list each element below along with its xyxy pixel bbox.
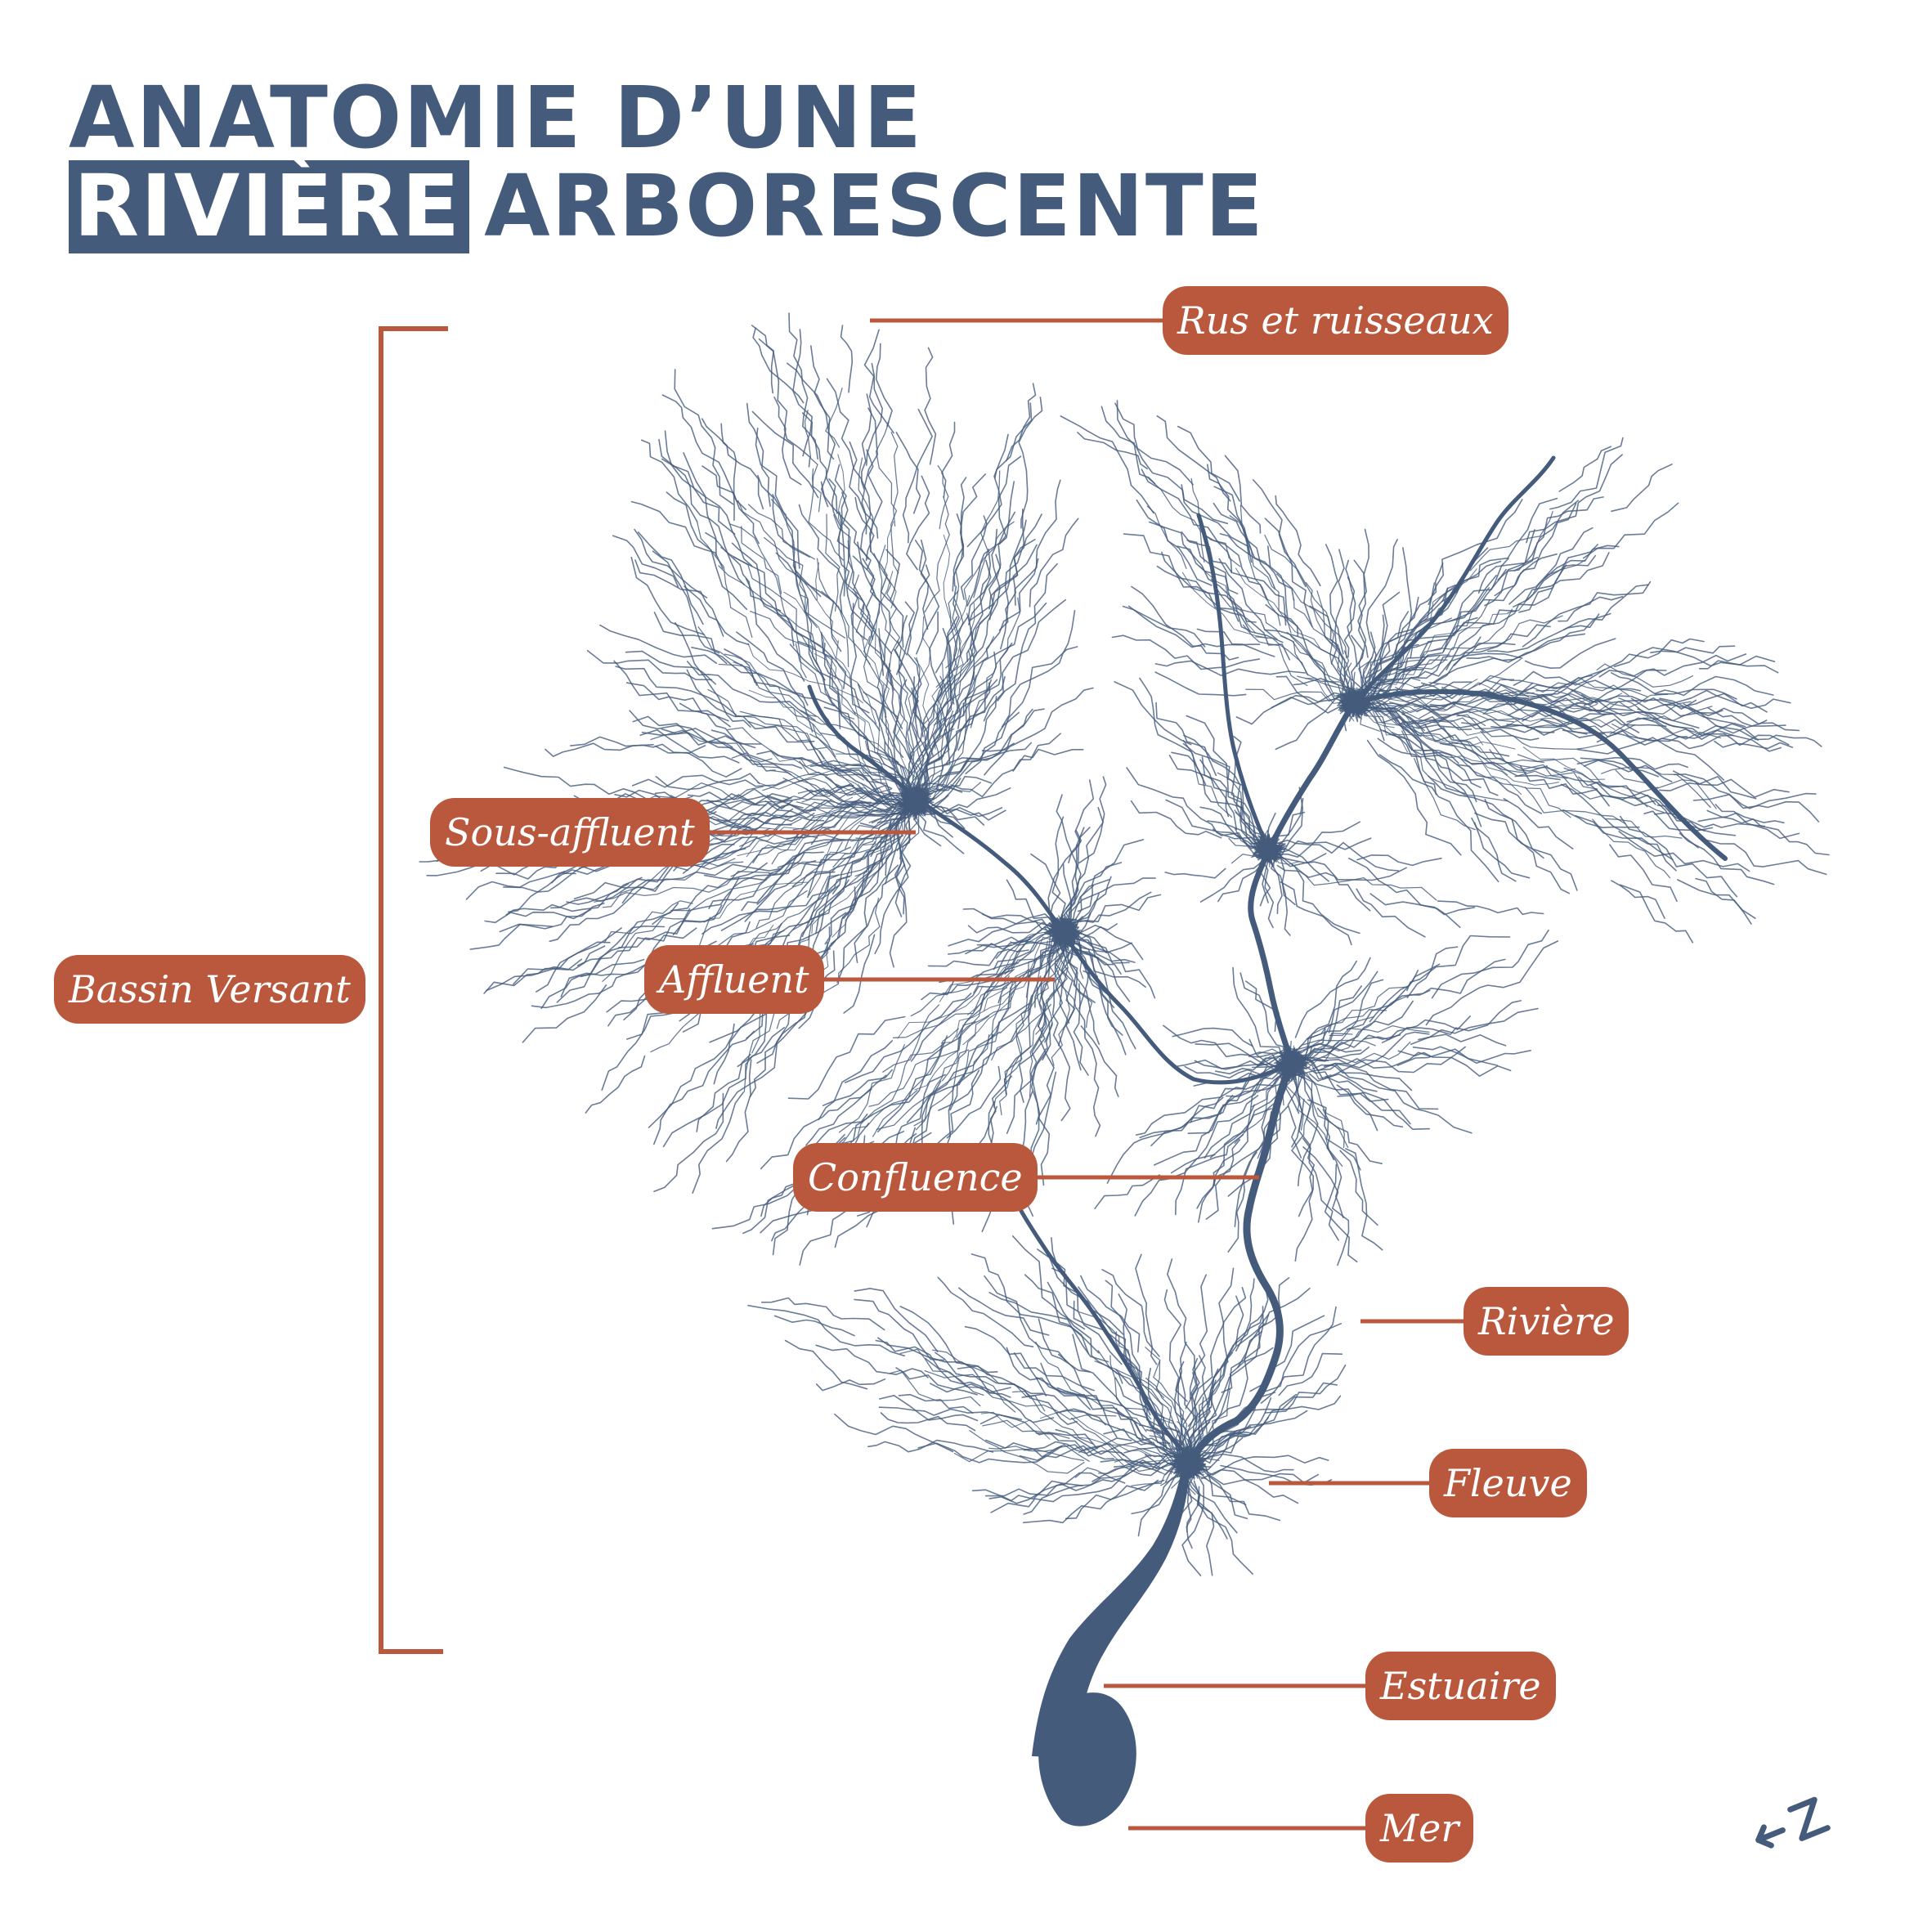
title-line-2: RIVIÈREARBORESCENTE	[69, 160, 1265, 253]
label-mer: Mer	[1365, 1794, 1473, 1863]
label-affluent: Affluent	[644, 945, 824, 1014]
label-bassin-versant: Bassin Versant	[54, 955, 365, 1024]
title-line-1: ANATOMIE D’UNE	[69, 75, 923, 160]
label-fleuve: Fleuve	[1429, 1449, 1587, 1517]
label-confluence: Confluence	[793, 1143, 1038, 1212]
label-estuaire: Estuaire	[1365, 1652, 1556, 1720]
title-rest: ARBORESCENTE	[484, 164, 1265, 249]
north-arrow-icon	[1741, 1781, 1856, 1854]
label-rus: Rus et ruisseaux	[1163, 286, 1508, 355]
label-sous-affluent: Sous-affluent	[430, 798, 710, 867]
title-highlight: RIVIÈRE	[69, 160, 469, 253]
label-riviere: Rivière	[1464, 1287, 1629, 1356]
